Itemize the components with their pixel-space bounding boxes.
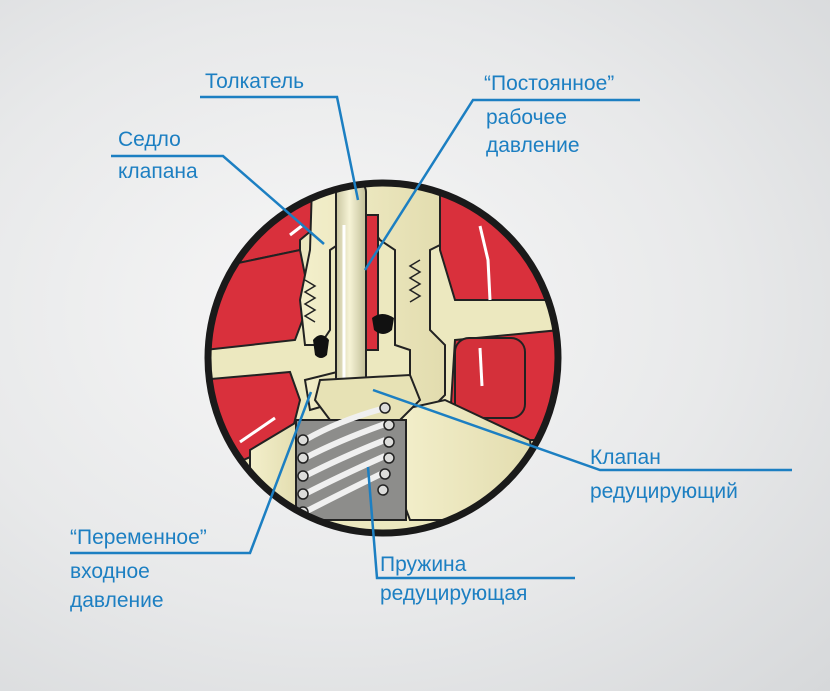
leader-tolkatel (200, 95, 360, 201)
label-sedlo-line2: клапана (118, 160, 198, 183)
label-klapan-line1: Клапан (590, 446, 661, 469)
label-klapan-line2: редуцирующий (590, 480, 738, 503)
leader-pruzhina (366, 466, 575, 580)
leader-peremennoe (70, 391, 313, 555)
label-postoyannoe-line1: “Постоянное” (484, 72, 615, 95)
seat-threads (303, 259, 422, 323)
label-sedlo-line1: Седло (118, 128, 181, 151)
cutaway-outline (204, 179, 562, 537)
label-peremennoe-line3: давление (70, 589, 164, 612)
label-peremennoe-line2: входное (70, 560, 150, 583)
push-rod (335, 183, 367, 403)
leader-postoyannoe (363, 98, 640, 271)
o-ring-left (313, 335, 329, 358)
leader-sedlo (111, 154, 325, 245)
piston-block (454, 337, 526, 419)
label-peremennoe-line1: “Переменное” (70, 526, 207, 549)
reducing-spring (303, 405, 387, 515)
label-tolkatel: Толкатель (205, 70, 305, 93)
label-postoyannoe-line2: рабочее (486, 106, 567, 129)
label-postoyannoe-line3: давление (486, 134, 580, 157)
leader-klapan (372, 388, 792, 472)
o-ring-right (372, 314, 394, 334)
leader-lines (70, 95, 792, 580)
label-pruzhina-line1: Пружина (380, 553, 467, 576)
label-pruzhina-line2: редуцирующая (380, 582, 528, 605)
